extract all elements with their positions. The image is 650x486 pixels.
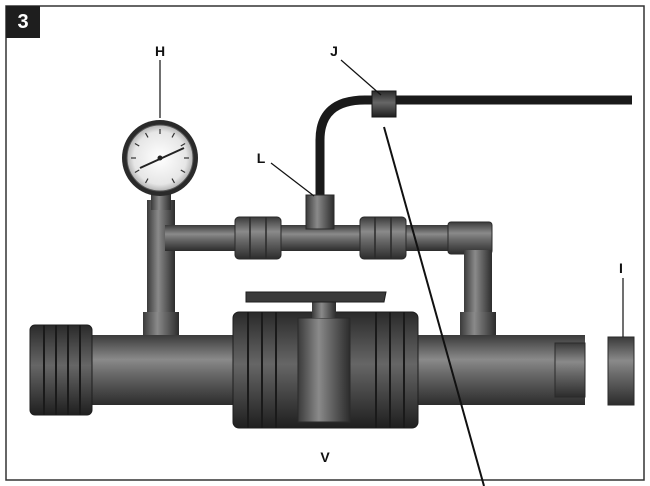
- bypass-riser-right: [464, 250, 492, 320]
- leader-j: [340, 59, 382, 96]
- diagram-border: [5, 5, 645, 481]
- label-l: L: [257, 150, 266, 166]
- tubing-tee-l: [305, 194, 335, 230]
- leader-l: [270, 162, 315, 197]
- bypass-tee-right: [460, 312, 496, 338]
- sensor-tubing: [315, 95, 632, 195]
- valve-handle: [245, 291, 387, 303]
- bypass-union-left: [234, 216, 282, 260]
- valve-stem: [312, 300, 336, 318]
- pipe-section-i: [607, 336, 635, 406]
- valve-center-body: [297, 317, 351, 423]
- label-j: J: [330, 43, 338, 59]
- pipe-end: [554, 342, 586, 398]
- label-h: H: [155, 43, 165, 59]
- main-union-left: [29, 324, 93, 416]
- label-v: V: [320, 449, 330, 465]
- guide-line: [383, 126, 485, 486]
- pressure-gauge-h: [122, 120, 198, 196]
- label-i: I: [619, 260, 623, 276]
- tubing-fitting-j: [371, 90, 397, 118]
- step-number-badge: 3: [6, 6, 40, 38]
- bypass-union-right: [359, 216, 407, 260]
- bypass-tee-left: [143, 312, 179, 338]
- bypass-riser-left: [147, 200, 175, 320]
- bypass-elbow-right: [447, 221, 493, 255]
